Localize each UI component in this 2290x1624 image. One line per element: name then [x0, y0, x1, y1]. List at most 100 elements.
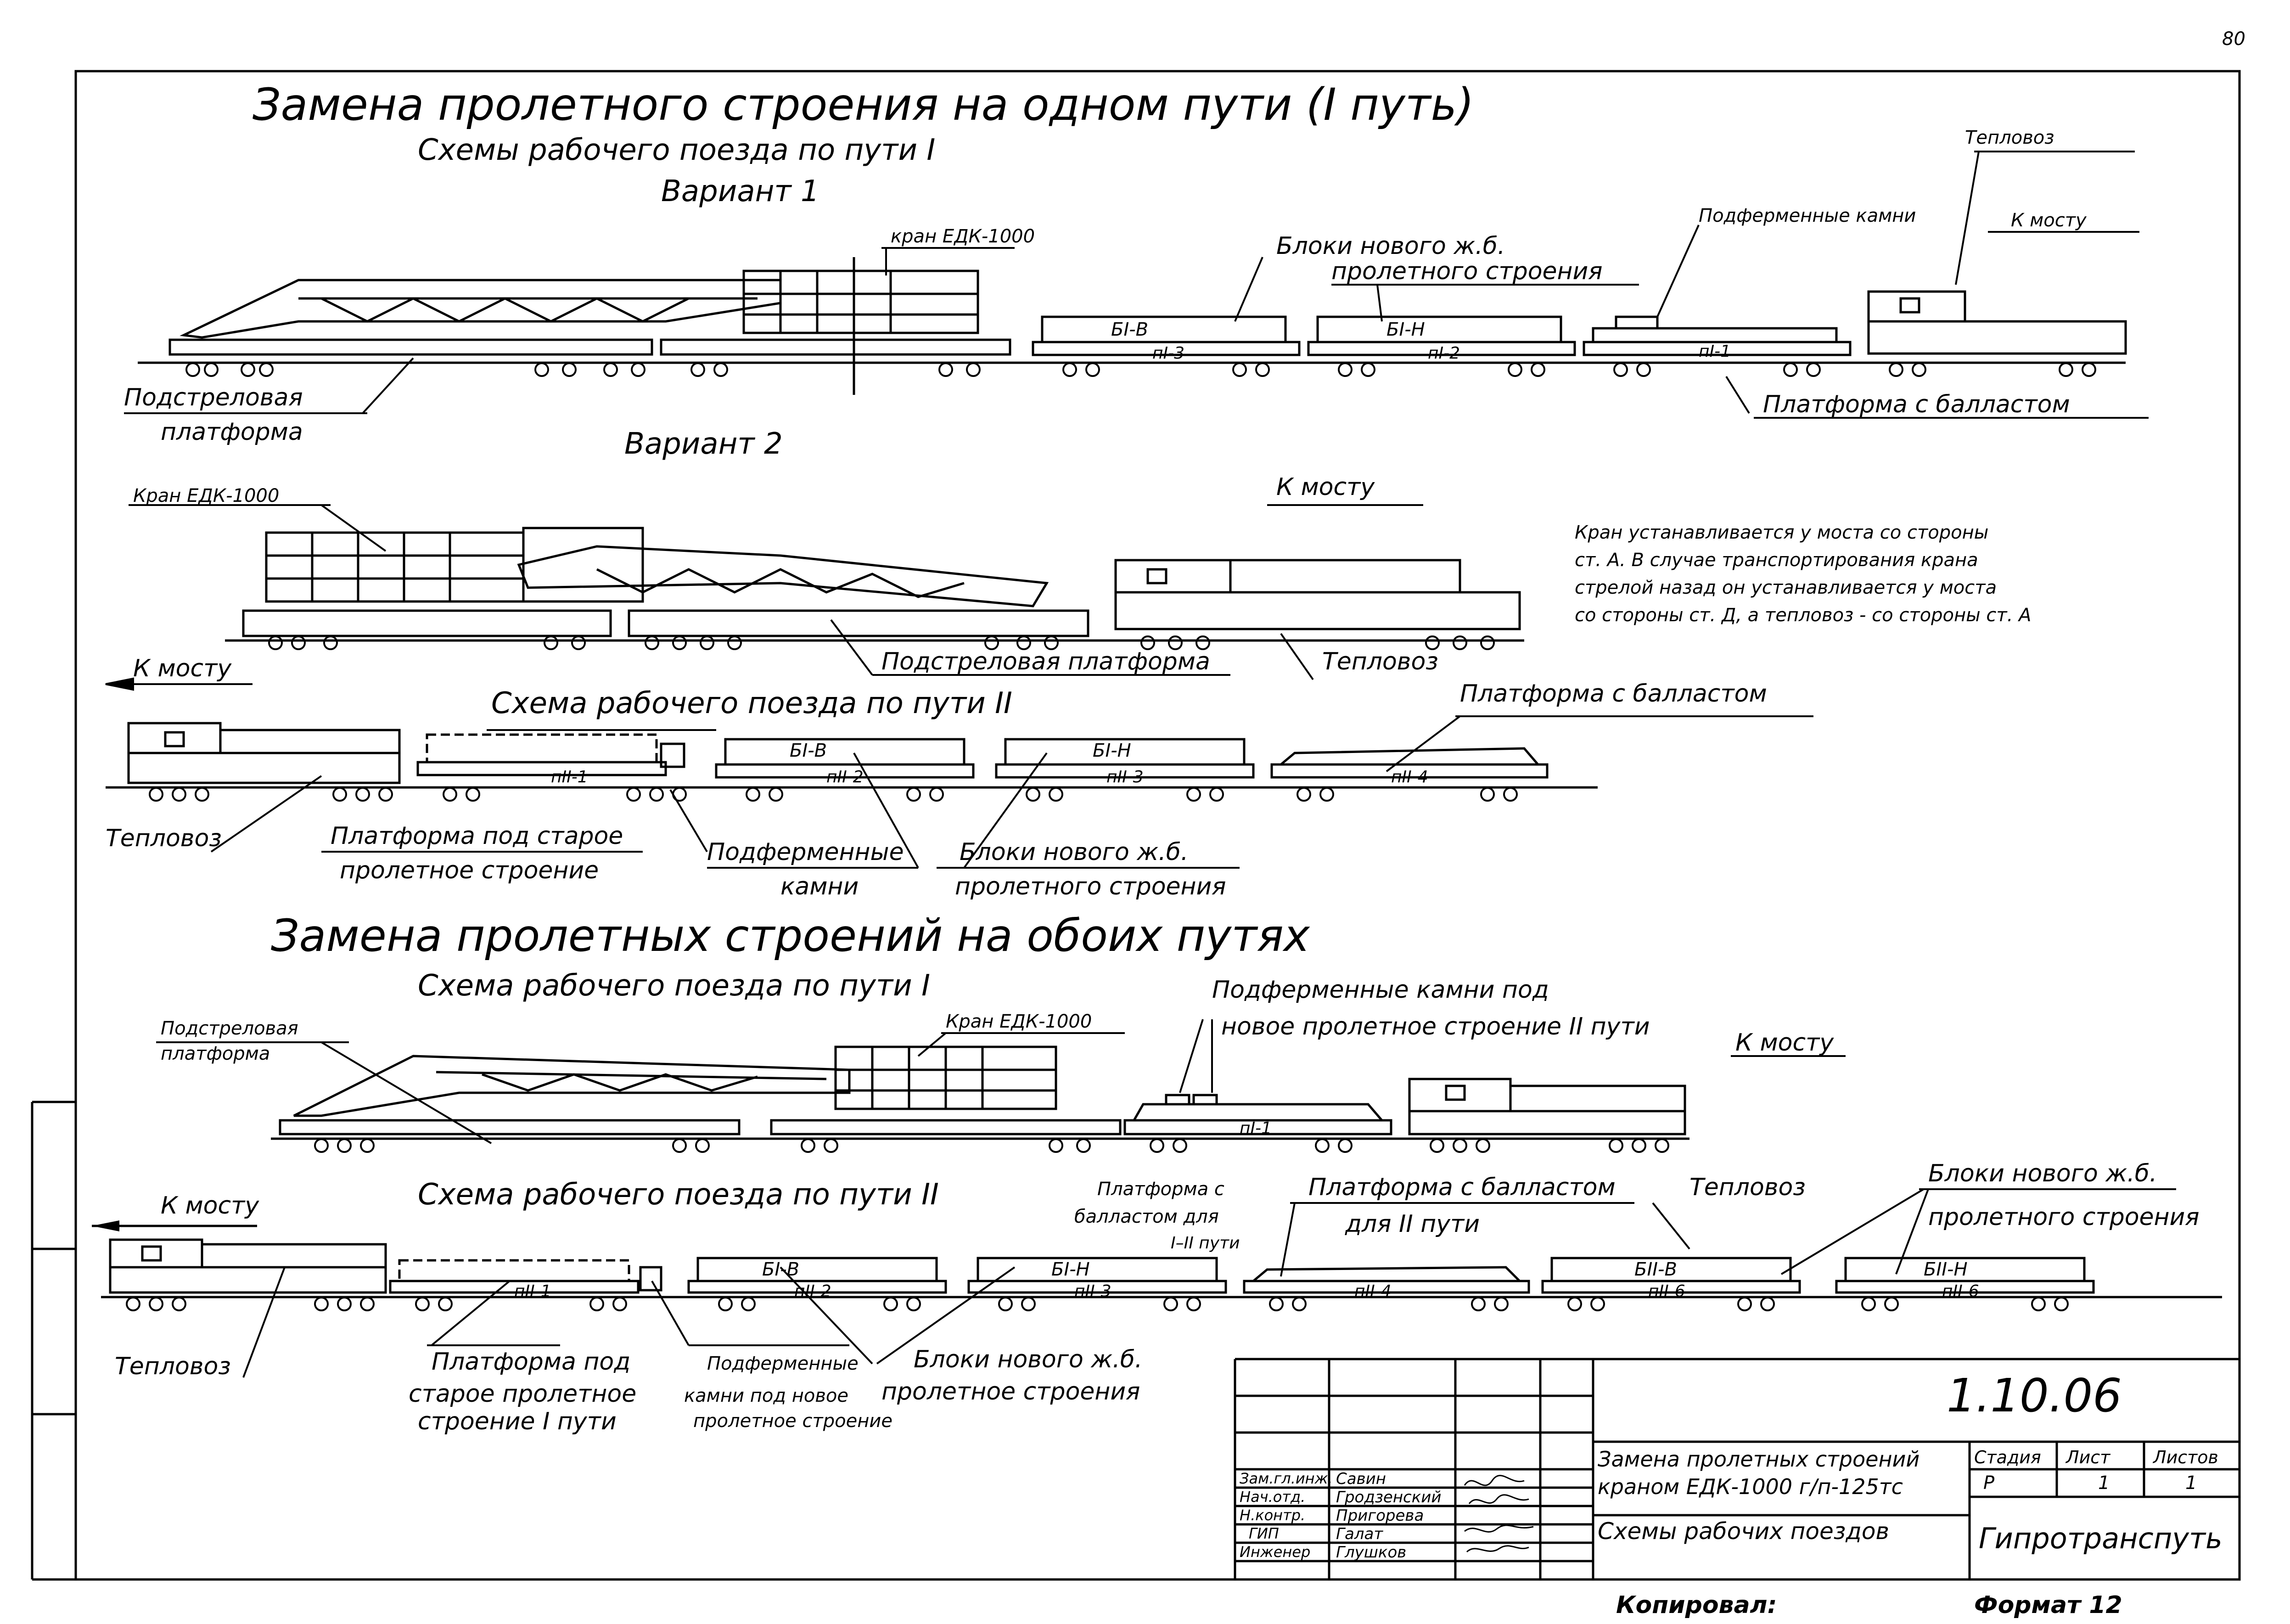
s2-t2-loco: Тепловоз — [115, 1353, 231, 1380]
s2-t1-crane: Кран ЕДК-1000 — [946, 1011, 1092, 1032]
role-5: Инженер — [1240, 1543, 1311, 1561]
role-3: Н.контр. — [1240, 1506, 1306, 1524]
s2-t2-blocks-r2: пролетного строения — [1928, 1203, 2200, 1231]
name-4: Галат — [1336, 1525, 1383, 1543]
v2-note-1: Кран устанавливается у моста со стороны — [1575, 522, 1989, 543]
name-1: Савин — [1336, 1470, 1386, 1488]
v1-stones-label: Подферменные камни — [1699, 205, 1916, 226]
s2-t2-car-p5: пII-6 — [1648, 1282, 1685, 1301]
s2-t2-blocks-1: Блоки нового ж.б. — [914, 1346, 1143, 1373]
v1-boom-platform-2: платформа — [161, 418, 303, 446]
s2-t1-boom-2: платформа — [161, 1043, 270, 1064]
s2-t2-ballast12-3: I–II пути — [1171, 1234, 1240, 1253]
s2-t2-car-b3: БII-В — [1634, 1259, 1677, 1280]
s2-track2-heading: Схема рабочего поезда по пути II — [418, 1178, 939, 1212]
sheet-label: Лист — [2066, 1447, 2110, 1467]
s2-t1-car-p1: пI-1 — [1240, 1119, 1272, 1138]
s2-t2-old-3: строение I пути — [418, 1408, 617, 1435]
t2-stones-2: камни — [780, 873, 859, 900]
v1-boom-platform-1: Подстреловая — [124, 384, 303, 411]
sheets-label: Листов — [2153, 1447, 2218, 1467]
s2-track1-wheels — [314, 1138, 1669, 1153]
role-4: ГИП — [1249, 1525, 1279, 1542]
s2-t2-stones-1: Подферменные — [707, 1353, 859, 1374]
variant1-leaders — [124, 151, 2149, 419]
org-name: Гипротранспуть — [1979, 1522, 2223, 1555]
s2-track1-train — [271, 1045, 1689, 1140]
format-label: Формат 12 — [1974, 1591, 2122, 1619]
v1-direction-label: К мосту — [2011, 210, 2087, 231]
section2-title: Замена пролетных строений на обоих путях — [271, 910, 1310, 961]
s2-t2-car-b4: БII-Н — [1924, 1259, 1968, 1280]
s2-t2-car-p6: пII-6 — [1942, 1282, 1979, 1301]
v1-ballast-platform: Платформа с балластом — [1763, 391, 2070, 418]
track2-train — [106, 722, 1598, 789]
s2-t2-blocks-2: пролетное строения — [881, 1378, 1140, 1405]
track2-wheels — [149, 787, 1518, 802]
variant1-heading: Вариант 1 — [661, 174, 819, 208]
t2-car-p1: пII-1 — [551, 768, 588, 787]
stage-label: Стадия — [1974, 1447, 2041, 1467]
variant1-train — [138, 257, 2127, 395]
s2-t2-stones-3: пролетное строение — [693, 1410, 892, 1432]
track2-leaders — [210, 715, 1813, 869]
t2-car-p3: пII-3 — [1106, 768, 1144, 787]
s2-t2-car-b1: БI-В — [762, 1259, 800, 1280]
section1-subtitle: Схемы рабочего поезда по пути I — [418, 133, 936, 167]
v2-note-2: ст. А. В случае транспортирования крана — [1575, 550, 1978, 571]
v1-car-b2: БI-Н — [1386, 319, 1425, 340]
v2-direction-label: К мосту — [1276, 473, 1375, 501]
s2-t2-old-1: Платформа под — [432, 1348, 631, 1376]
sheet-frame — [74, 70, 2241, 1581]
v2-direction-left: К мосту — [133, 655, 232, 682]
t2-car-b2: БI-Н — [1093, 740, 1131, 761]
doc-title-2: краном ЕДК-1000 г/п-125тс — [1598, 1474, 1903, 1499]
name-2: Гродзенский — [1336, 1488, 1442, 1506]
v1-car-p1: пI-1 — [1699, 342, 1731, 361]
title-block-grid — [1234, 1358, 2240, 1579]
s2-t2-ballast2-2: для II пути — [1345, 1210, 1480, 1238]
t2-blocks-1: Блоки нового ж.б. — [960, 838, 1189, 866]
v1-crane-label: кран ЕДК-1000 — [891, 226, 1035, 247]
role-2: Нач.отд. — [1240, 1488, 1306, 1506]
variant2-leaders — [105, 504, 1423, 691]
t2-car-b1: БI-В — [790, 740, 827, 761]
t2-car-p4: пII-4 — [1391, 768, 1428, 787]
v2-note-4: со стороны ст. Д, а тепловоз - со сторон… — [1575, 605, 2032, 626]
s2-t2-old-2: старое пролетное — [409, 1380, 637, 1408]
v1-loco-label: Тепловоз — [1965, 127, 2054, 148]
t2-old-platform-2: пролетное строение — [340, 857, 599, 884]
s2-t1-direction: К мосту — [1735, 1029, 1834, 1056]
name-3: Пригорева — [1336, 1506, 1424, 1525]
s2-t2-direction: К мосту — [161, 1192, 259, 1219]
v1-car-p2: пI-2 — [1428, 344, 1460, 363]
variant2-train — [225, 527, 1524, 642]
s2-track1-leaders — [156, 1019, 1846, 1144]
track2-heading: Схема рабочего поезда по пути II — [491, 686, 1012, 720]
sheets-value: 1 — [2185, 1472, 2197, 1494]
role-1: Зам.гл.инж. — [1240, 1470, 1333, 1487]
variant2-wheels — [268, 635, 1495, 650]
v1-blocks2-label: пролетного строения — [1331, 258, 1603, 285]
s2-t2-blocks-r1: Блоки нового ж.б. — [1928, 1160, 2157, 1187]
v2-loco-label: Тепловоз — [1322, 648, 1438, 675]
v1-car-b1: БI-В — [1111, 319, 1149, 340]
v2-boom-platform: Подстреловая платформа — [881, 648, 1210, 675]
s2-t2-car-p1: пII-1 — [514, 1282, 551, 1301]
t2-blocks-2: пролетного строения — [955, 873, 1226, 900]
s2-t1-boom-1: Подстреловая — [161, 1018, 298, 1039]
name-5: Глушков — [1336, 1543, 1407, 1562]
t2-loco-label: Тепловоз — [106, 825, 222, 852]
s2-t2-ballast12-1: Платформа с — [1097, 1179, 1224, 1200]
s2-track2-leaders — [242, 1188, 2176, 1378]
copied-label: Копировал: — [1616, 1591, 1777, 1619]
v2-crane-label: Кран ЕДК-1000 — [133, 485, 280, 506]
variant2-heading: Вариант 2 — [624, 427, 783, 461]
t2-ballast-label: Платформа с балластом — [1460, 680, 1767, 708]
s2-t2-car-p4: пII-4 — [1354, 1282, 1392, 1301]
s2-t2-stones-2: камни под новое — [684, 1385, 848, 1406]
s2-track2-wheels — [126, 1297, 2069, 1311]
v1-blocks-label: Блоки нового ж.б. — [1276, 232, 1505, 260]
sheet-value: 1 — [2098, 1472, 2110, 1494]
s2-t2-loco-right: Тепловоз — [1689, 1174, 1806, 1201]
